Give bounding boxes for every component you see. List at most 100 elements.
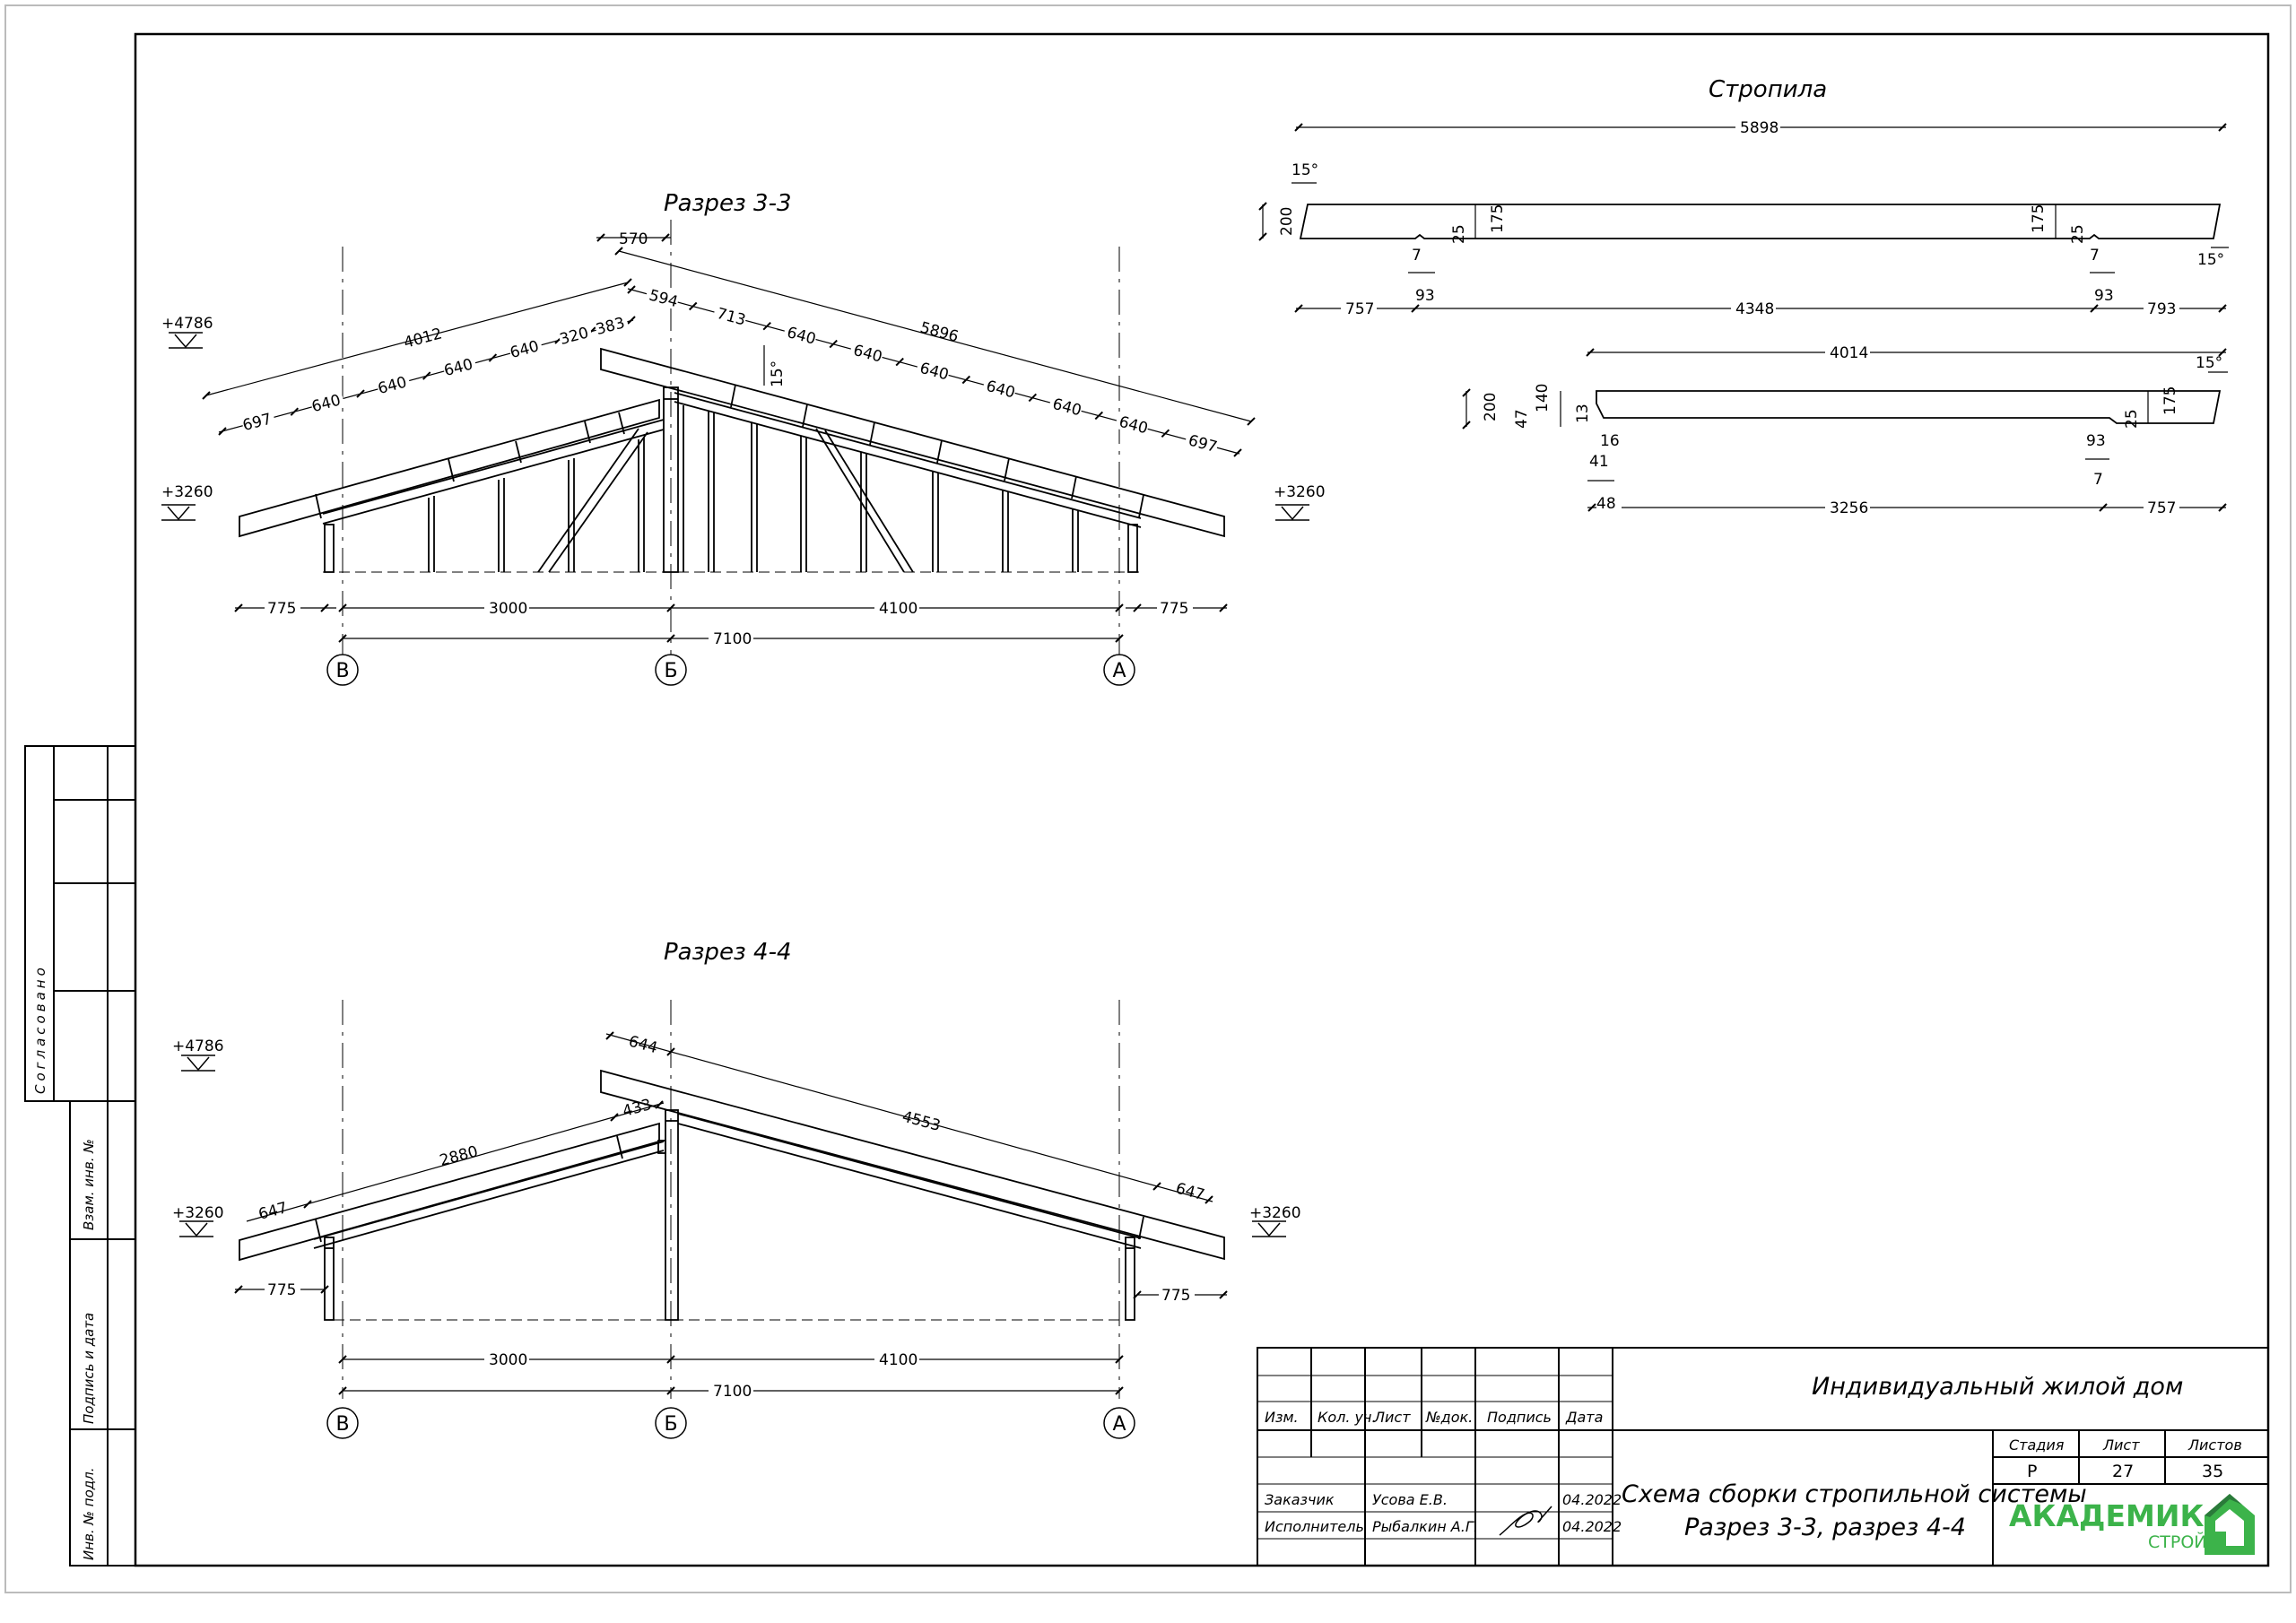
s1-total: 7100	[713, 630, 752, 648]
section-3-3-title: Разрез 3-3	[664, 190, 792, 217]
tb-h-podp: Подпись	[1487, 1409, 1552, 1426]
s1-right-tick	[688, 301, 698, 311]
tb-date-0: 04.2022	[1562, 1491, 1622, 1508]
s1-mark-right: +3260	[1274, 483, 1326, 501]
r2-n7: 7	[2093, 471, 2103, 489]
tb-date-1: 04.2022	[1562, 1518, 1622, 1535]
s1-mark-top: +4786	[161, 315, 213, 333]
sheet-header: Лист	[2102, 1436, 2140, 1454]
s1-mark-left: +3260	[161, 483, 213, 501]
s1-right-spacing-6: 640	[1050, 395, 1083, 421]
drawing-frame	[134, 32, 2270, 1567]
sheets-header: Листов	[2187, 1436, 2242, 1454]
r1-n93r: 93	[2094, 287, 2114, 305]
s2-ov-left: 775	[267, 1281, 296, 1299]
s2-left-end: 647	[257, 1199, 290, 1224]
tb-name-1: Рыбалкин А.Г.	[1372, 1518, 1478, 1535]
sheet-title-1: Схема сборки стропильной системы	[1622, 1480, 2087, 1508]
s1-left-tick	[290, 407, 300, 417]
section-3-3: Разрез 3-3	[161, 190, 1326, 686]
r1-n25l: 25	[1450, 224, 1468, 244]
tb-h-dok: №док.	[1425, 1409, 1473, 1426]
s1-top-gap: 570	[619, 230, 648, 248]
s1-axis-a: А	[1112, 660, 1126, 682]
s2-total: 7100	[713, 1383, 752, 1401]
title-block	[1257, 1347, 2269, 1567]
rafters-title: Стропила	[1709, 76, 1827, 103]
s1-right-spacing-3: 640	[851, 342, 884, 367]
project-name: Индивидуальный жилой дом	[1812, 1373, 2183, 1401]
section-4-4-title: Разрез 4-4	[664, 939, 792, 966]
s2-right-end: 647	[1174, 1180, 1207, 1205]
r2-n25: 25	[2123, 409, 2141, 429]
sheets-value: 35	[2202, 1462, 2223, 1481]
s1-right-spacing-0: 594	[647, 287, 680, 312]
r2-bot-1: 3256	[1830, 499, 1868, 517]
s2-right-length: 4553	[900, 1108, 943, 1136]
s2-mark-right: +3260	[1249, 1204, 1301, 1222]
s1-right-spacing-4: 640	[918, 360, 951, 385]
s1-right-tick	[627, 285, 636, 294]
signature	[1499, 1506, 1552, 1536]
r1-h2r: 175	[2030, 204, 2048, 233]
inv-label: Инв. № подл.	[81, 1468, 97, 1560]
sheet-title-2: Разрез 3-3, разрез 4-4	[1684, 1514, 1966, 1541]
s2-right-top: 644	[627, 1033, 660, 1058]
section-4-4: Разрез 4-4	[172, 939, 1301, 1439]
rafter-2-shape	[1596, 390, 2222, 424]
r2-a: 15°	[2196, 354, 2222, 372]
s1-right-total: 5896	[918, 319, 961, 347]
r2-h: 200	[1482, 393, 1500, 421]
company-logo: АКАДЕМИК СТРОЙ	[2009, 1494, 2255, 1555]
r2-total: 4014	[1830, 344, 1868, 362]
s1-left-spacing-0: 697	[241, 410, 274, 435]
r1-a2: 15°	[2197, 251, 2224, 269]
tb-h-kol: Кол. уч.	[1318, 1409, 1377, 1426]
agreed-label: Согласовано	[32, 964, 48, 1094]
r2-n41: 41	[1589, 453, 1609, 471]
r2-h13: 13	[1574, 404, 1592, 423]
s2-axis-v: В	[335, 1413, 349, 1436]
vzam-label: Взам. инв. №	[81, 1139, 97, 1230]
rafter-1-shape	[1299, 204, 2222, 239]
s1-right-spacing-5: 640	[984, 378, 1017, 403]
s2-left-length: 2880	[438, 1142, 480, 1170]
r2-bot-2: 757	[2147, 499, 2176, 517]
r2-n16: 16	[1600, 432, 1620, 450]
r1-n93l: 93	[1415, 287, 1435, 305]
s2-ov-right: 775	[1161, 1287, 1190, 1305]
r1-h2: 175	[1489, 204, 1507, 233]
r1-n25r: 25	[2069, 224, 2087, 244]
stage-value: Р	[2027, 1462, 2037, 1481]
side-stamp	[24, 745, 136, 1567]
s2-span1: 3000	[489, 1351, 527, 1369]
r1-h: 200	[1278, 207, 1296, 236]
tb-h-date: Дата	[1565, 1409, 1603, 1426]
s1-right-spacing-1: 713	[715, 305, 748, 330]
r2-h140: 140	[1534, 384, 1552, 412]
r1-bot-0: 757	[1345, 300, 1374, 318]
s2-axis-b: Б	[664, 1413, 677, 1436]
s2-mark-left: +3260	[172, 1204, 224, 1222]
s1-right-spacing-7: 640	[1117, 413, 1150, 438]
s2-axis-a: А	[1112, 1413, 1126, 1436]
s1-left-spacing-5: 320	[558, 324, 591, 349]
tb-role-1: Исполнитель	[1265, 1518, 1364, 1535]
r1-n7l: 7	[1412, 247, 1422, 265]
tb-h-list: Лист	[1373, 1409, 1411, 1426]
s2-mark-top: +4786	[172, 1037, 224, 1055]
s1-left-spacing-6: 383	[594, 314, 627, 339]
s1-span2: 4100	[879, 600, 918, 618]
r1-n7r: 7	[2090, 247, 2100, 265]
r1-bot-1: 4348	[1735, 300, 1774, 318]
s1-left-total: 4012	[402, 325, 444, 352]
section-4-4-roof	[239, 1069, 1225, 1321]
s1-ov-right: 775	[1160, 600, 1188, 618]
s1-right-spacing-8: 697	[1187, 431, 1220, 456]
s1-right-spacing-2: 640	[785, 324, 818, 349]
s2-span2: 4100	[879, 1351, 918, 1369]
s1-ov-left: 775	[267, 600, 296, 618]
r1-bot-2: 793	[2147, 300, 2176, 318]
podp-label: Подпись и дата	[81, 1313, 97, 1424]
